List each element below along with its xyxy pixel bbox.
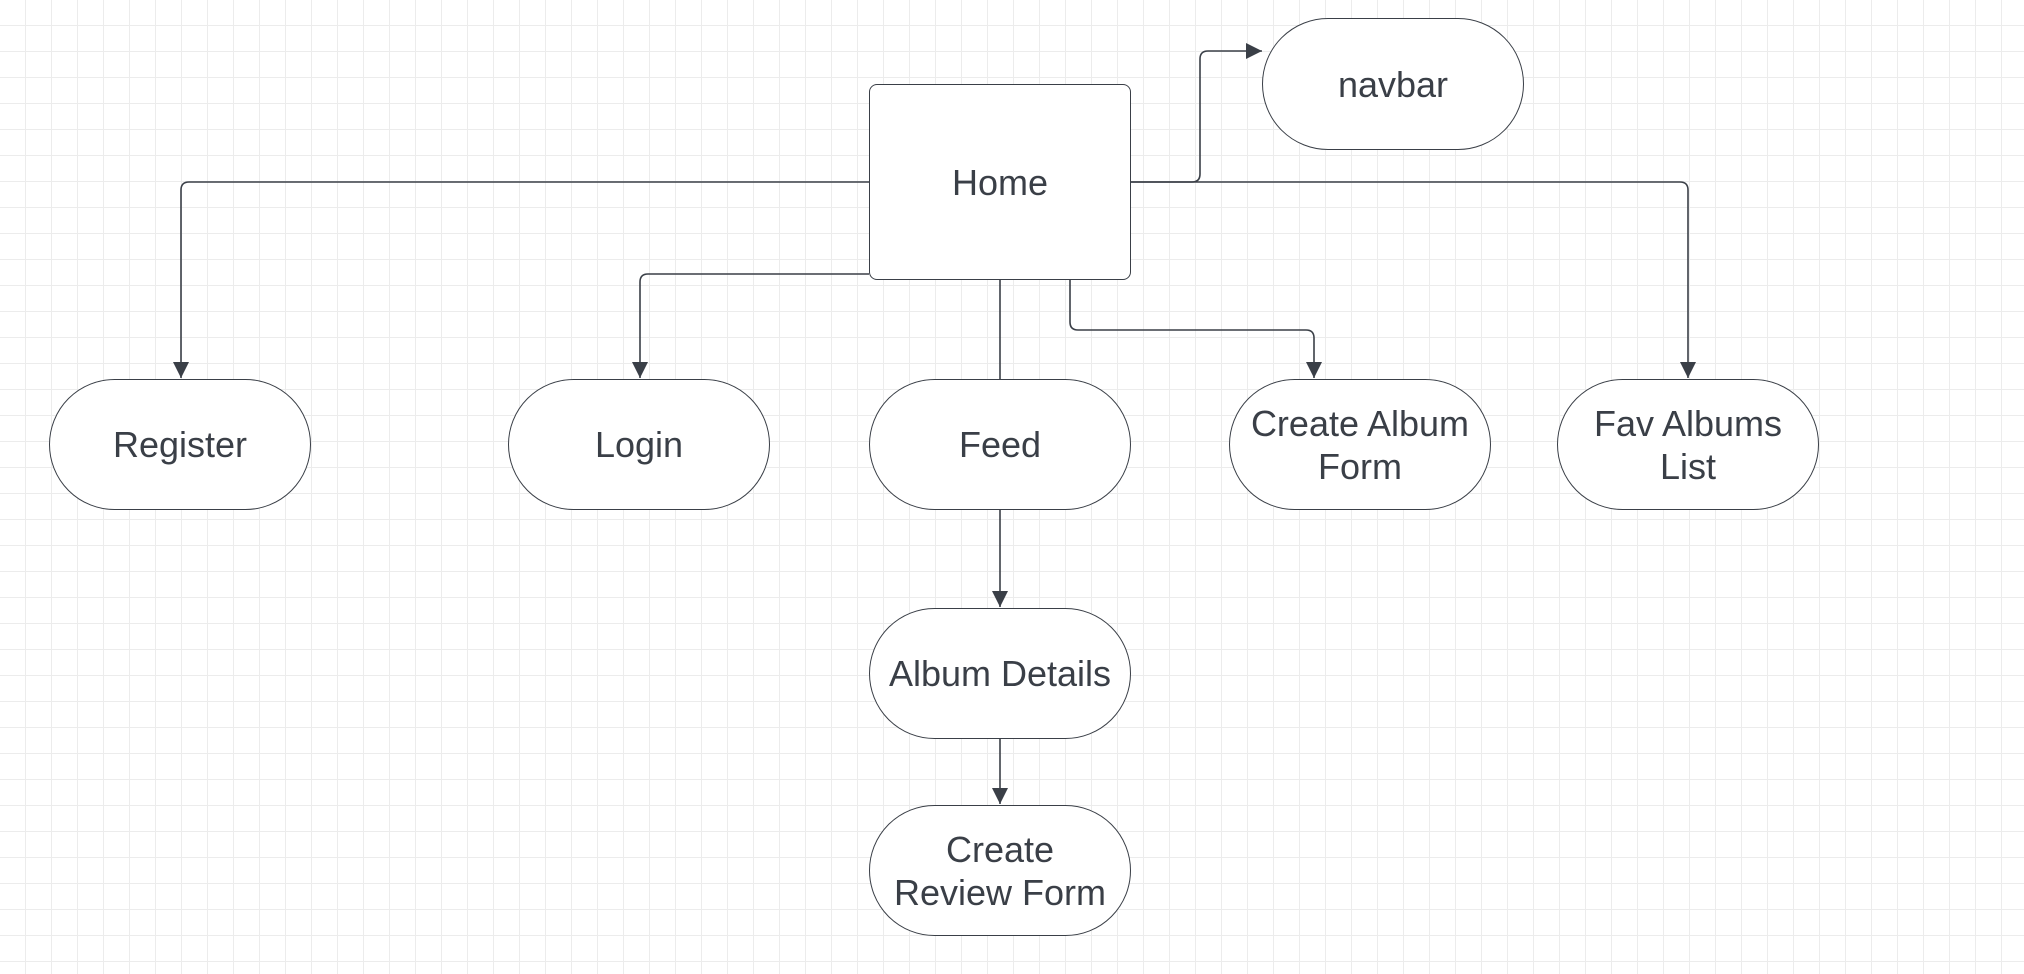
node-feed[interactable]: Feed [869,379,1131,510]
edge-home-fav-albums-list[interactable] [1131,181,1696,378]
node-register[interactable]: Register [49,379,311,510]
edge-home-register[interactable] [173,181,869,378]
node-create-review-form[interactable]: Create Review Form [869,805,1131,936]
node-create-album-form[interactable]: Create Album Form [1229,379,1491,510]
node-album-details[interactable]: Album Details [869,608,1131,739]
node-navbar[interactable]: navbar [1262,18,1524,150]
edge-home-create-album-form[interactable] [1069,280,1322,378]
node-fav-albums-list[interactable]: Fav Albums List [1557,379,1819,510]
node-home[interactable]: Home [869,84,1131,280]
edge-home-navbar[interactable] [1131,43,1262,183]
node-login[interactable]: Login [508,379,770,510]
edge-home-login[interactable] [632,273,869,378]
